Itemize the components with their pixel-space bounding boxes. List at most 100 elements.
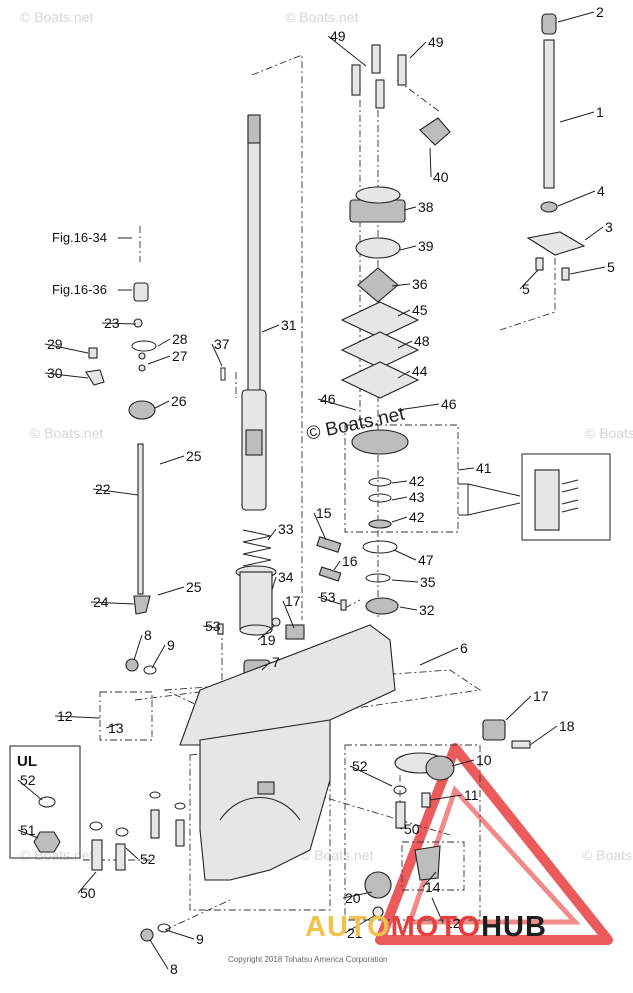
callout-51[interactable]: 51 (20, 822, 36, 838)
callout-52[interactable]: 52 (140, 851, 156, 867)
brand-part-auto: AUTO (305, 911, 391, 943)
callout-4[interactable]: 4 (597, 183, 605, 199)
callout-34[interactable]: 34 (278, 569, 294, 585)
callout-1[interactable]: 1 (596, 104, 604, 120)
callout-38[interactable]: 38 (418, 199, 434, 215)
callout-42[interactable]: 42 (409, 473, 425, 489)
callout-29[interactable]: 29 (47, 336, 63, 352)
callout-50[interactable]: 50 (80, 885, 96, 901)
callout-35[interactable]: 35 (420, 574, 436, 590)
callout-6[interactable]: 6 (460, 640, 468, 656)
callout-20[interactable]: 20 (345, 890, 361, 906)
callout-31[interactable]: 31 (281, 317, 297, 333)
inset-boxes (9, 453, 611, 859)
callout-49[interactable]: 49 (428, 34, 444, 50)
leader-line (149, 939, 169, 970)
callout-8[interactable]: 8 (170, 961, 178, 977)
callout-13[interactable]: 13 (108, 720, 124, 736)
callout-53[interactable]: 53 (320, 589, 336, 605)
callout-7[interactable]: 7 (272, 654, 280, 670)
leader-line (317, 398, 357, 411)
leader-line (397, 403, 440, 411)
callout-5[interactable]: 5 (522, 281, 530, 297)
leader-line (505, 695, 532, 721)
brand-part-moto: MOTO (391, 911, 481, 943)
callout-10[interactable]: 10 (476, 752, 492, 768)
leader-line (429, 147, 432, 178)
leader-line (397, 340, 413, 349)
leader-line (17, 829, 39, 839)
leader-line (261, 324, 280, 333)
leader-line (422, 871, 437, 888)
callout-45[interactable]: 45 (412, 302, 428, 318)
callout-23[interactable]: 23 (104, 315, 120, 331)
background-watermarks: © Boats.net © Boats.net © Boats.net © Bo… (20, 9, 633, 863)
copyright-text: Copyright 2018 Tohatsu America Corporati… (228, 955, 388, 964)
callout-27[interactable]: 27 (172, 348, 188, 364)
callout-19[interactable]: 19 (260, 632, 276, 648)
callout-17[interactable]: 17 (285, 593, 301, 609)
callout-37[interactable]: 37 (214, 336, 230, 352)
callout-50[interactable]: 50 (404, 821, 420, 837)
callout-42[interactable]: 42 (409, 509, 425, 525)
callout-16[interactable]: 16 (342, 553, 358, 569)
callout-49[interactable]: 49 (330, 28, 346, 44)
callout-25[interactable]: 25 (186, 579, 202, 595)
callout-46[interactable]: 46 (320, 391, 336, 407)
callout-53[interactable]: 53 (205, 618, 221, 634)
leader-line (399, 245, 417, 251)
callout-5[interactable]: 5 (607, 259, 615, 275)
callout-26[interactable]: 26 (171, 393, 187, 409)
callout-32[interactable]: 32 (419, 602, 435, 618)
callout-14[interactable]: 14 (425, 879, 441, 895)
callout-15[interactable]: 15 (316, 505, 332, 521)
callout-22[interactable]: 22 (95, 481, 111, 497)
callout-12[interactable]: 12 (57, 708, 73, 724)
callout-40[interactable]: 40 (433, 169, 449, 185)
leader-line (133, 634, 143, 661)
callout-44[interactable]: 44 (412, 363, 428, 379)
callout-12[interactable]: 12 (445, 915, 461, 931)
callout-48[interactable]: 48 (414, 333, 430, 349)
callout-39[interactable]: 39 (418, 238, 434, 254)
leader-line (125, 847, 139, 860)
ref-fig-16-34[interactable]: Fig.16-34 (52, 230, 107, 245)
callout-46[interactable]: 46 (441, 396, 457, 412)
callout-24[interactable]: 24 (93, 594, 109, 610)
sleeve (235, 565, 277, 636)
callout-21[interactable]: 21 (347, 925, 363, 941)
leader-line (569, 266, 606, 275)
callout-36[interactable]: 36 (412, 276, 428, 292)
callout-11[interactable]: 11 (464, 787, 479, 803)
callout-8[interactable]: 8 (144, 627, 152, 643)
callout-41[interactable]: 41 (476, 460, 492, 476)
leader-line (403, 206, 417, 211)
leader-lines (17, 11, 606, 970)
keys-and-pins (217, 367, 347, 635)
leader-line (271, 576, 277, 591)
callout-9[interactable]: 9 (196, 931, 204, 947)
callout-43[interactable]: 43 (409, 489, 425, 505)
callout-9[interactable]: 9 (167, 637, 175, 653)
callout-25[interactable]: 25 (186, 448, 202, 464)
leader-line (313, 512, 327, 541)
leader-line (105, 723, 119, 729)
callout-17[interactable]: 17 (533, 688, 549, 704)
drive-shaft (241, 114, 267, 511)
callout-33[interactable]: 33 (278, 521, 294, 537)
inset-label-ul: UL (17, 753, 37, 770)
callout-52[interactable]: 52 (352, 758, 368, 774)
callout-52[interactable]: 52 (20, 772, 36, 788)
callout-28[interactable]: 28 (172, 331, 188, 347)
leader-line (165, 929, 195, 940)
ref-fig-16-36[interactable]: Fig.16-36 (52, 282, 107, 297)
watermark: © Boats.net (285, 9, 358, 25)
callout-47[interactable]: 47 (418, 552, 434, 568)
watermark: © Boats.net (582, 847, 633, 863)
leader-line (397, 370, 411, 379)
callout-18[interactable]: 18 (559, 718, 575, 734)
callout-30[interactable]: 30 (47, 365, 63, 381)
callout-3[interactable]: 3 (605, 219, 613, 235)
leader-line (393, 549, 417, 561)
callout-2[interactable]: 2 (596, 4, 604, 20)
